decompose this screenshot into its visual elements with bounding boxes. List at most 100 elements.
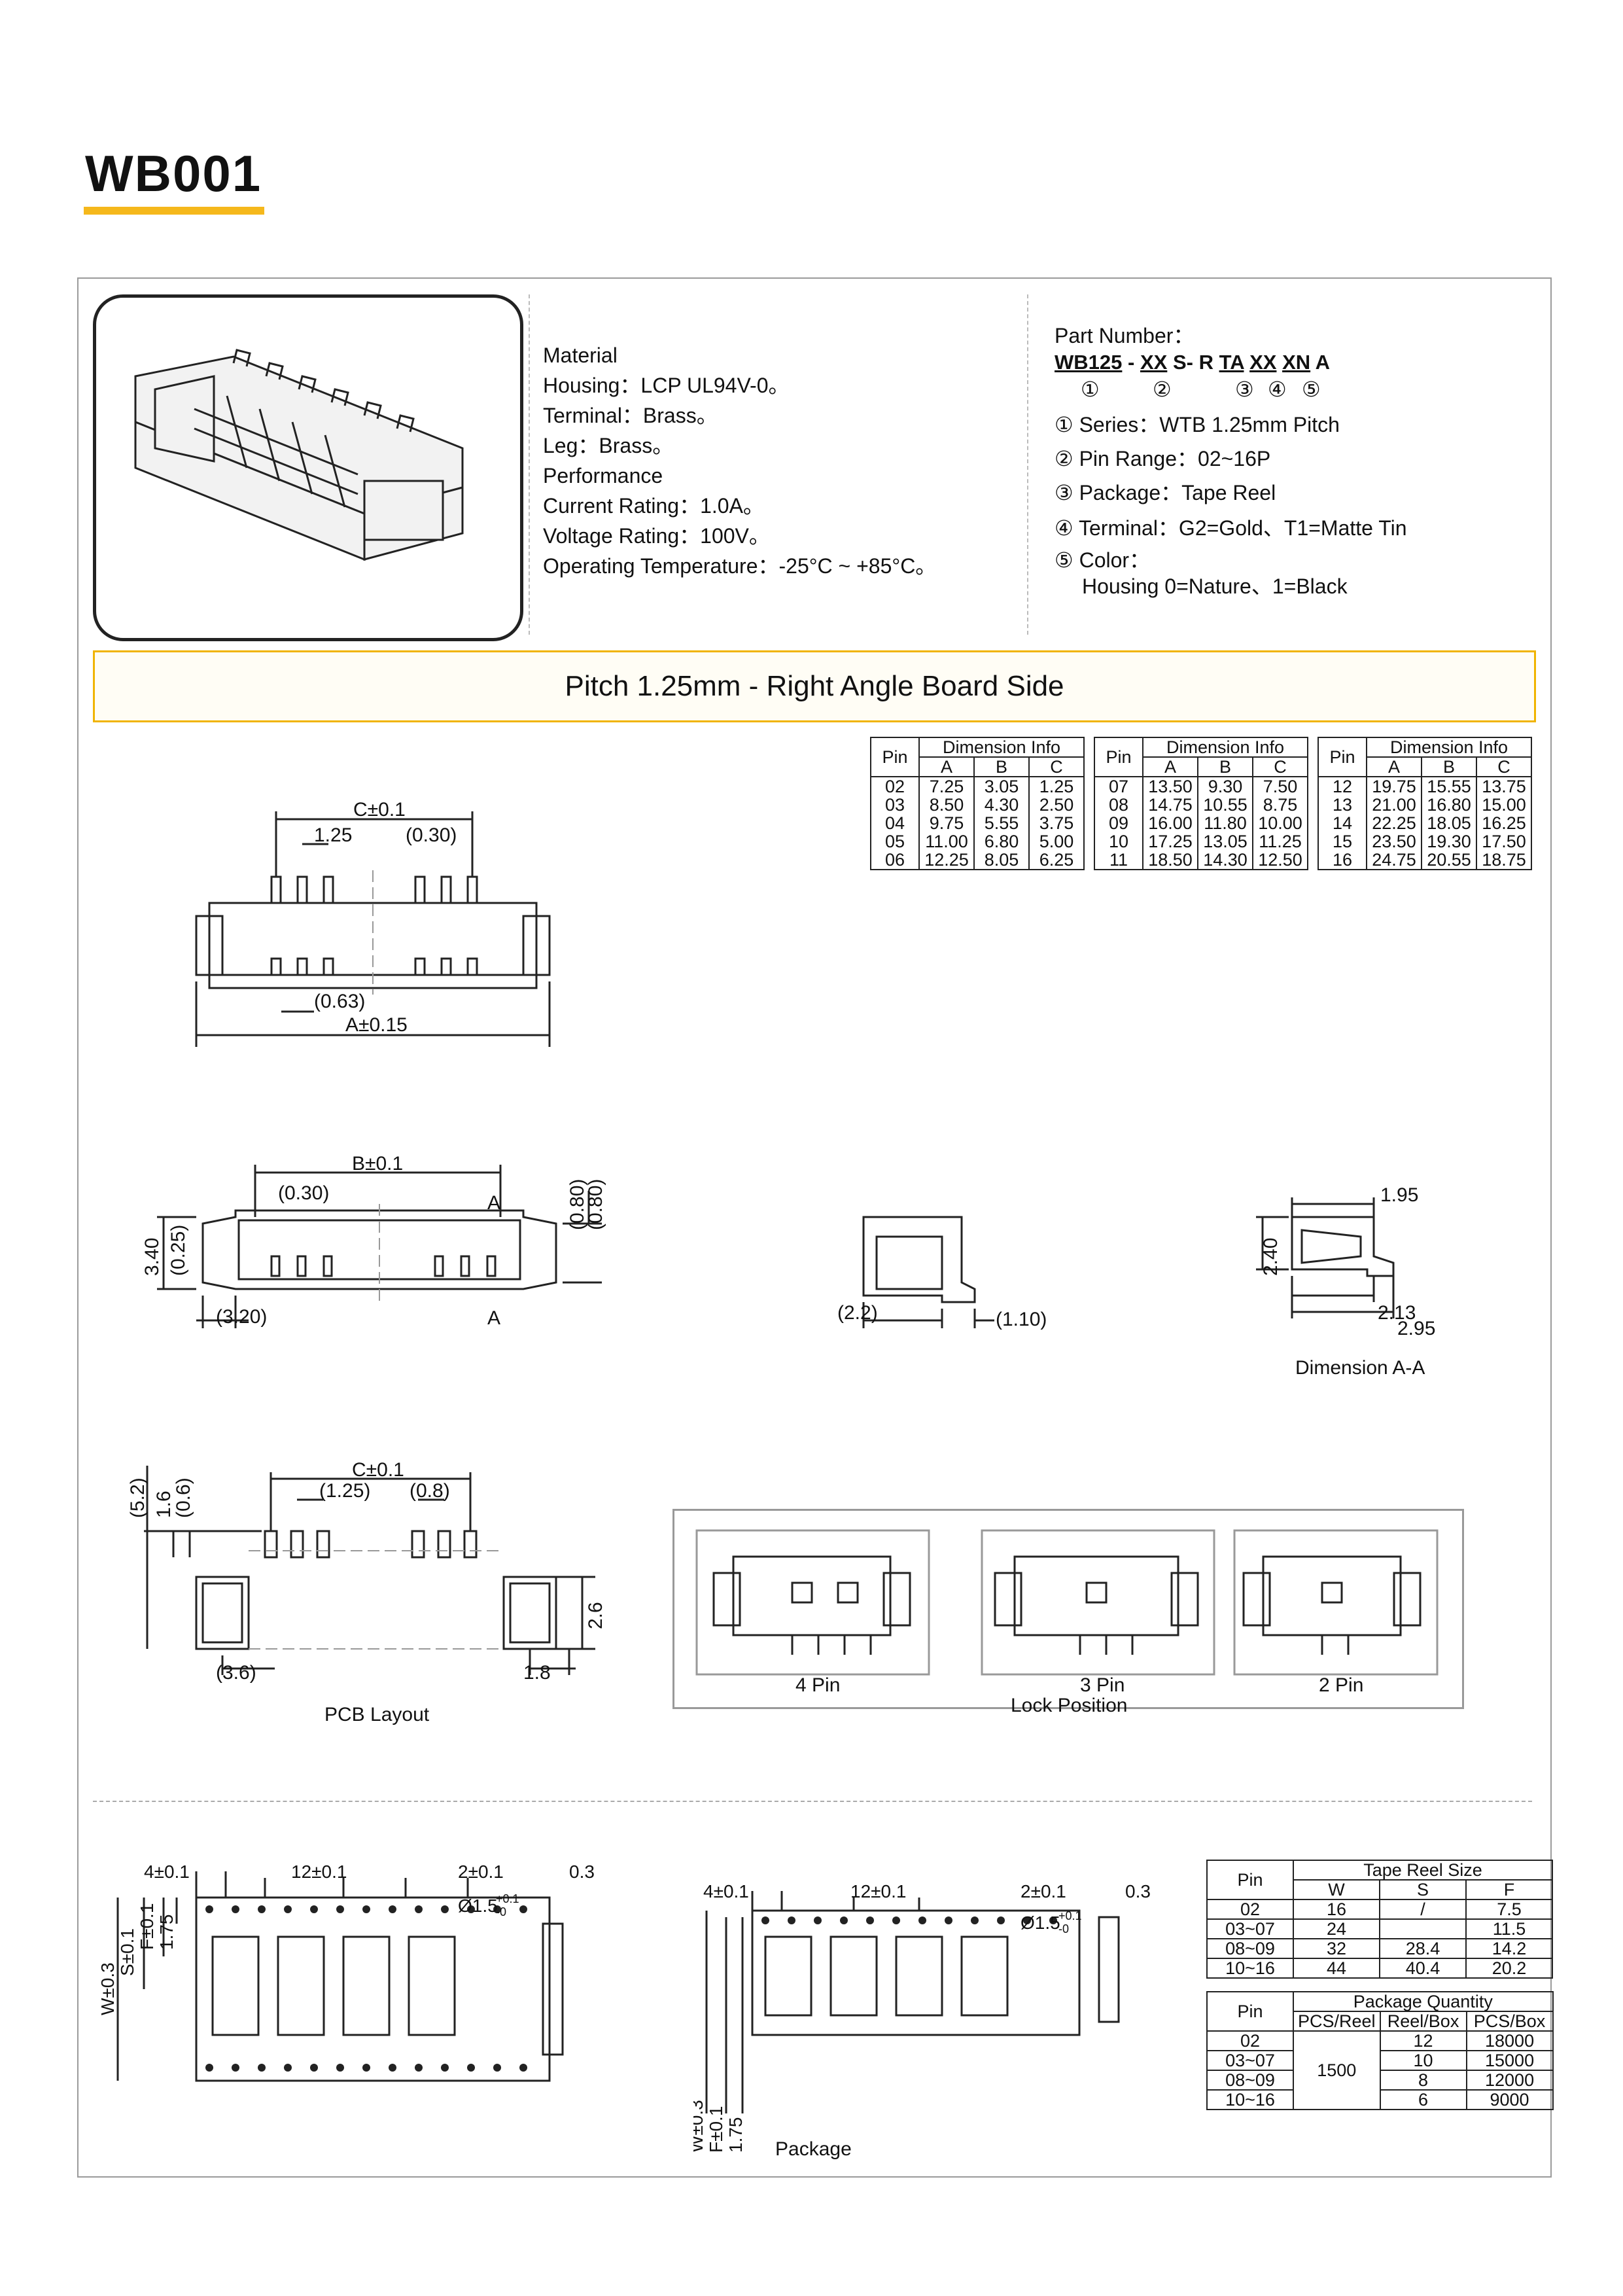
table-cell [1379,1918,1467,1939]
table-cell: 1.25 [1028,777,1085,796]
current-rating: Current Rating：1.0A。 [543,494,764,518]
material-heading: Material [543,344,618,367]
section-banner: Pitch 1.25mm - Right Angle Board Side [93,650,1536,722]
marker-3: ③ [1235,378,1254,401]
dim-section-d4: 2.95 [1397,1318,1435,1339]
dim-col-header: B [1421,756,1477,777]
dim-h1: (0.80) [567,1179,588,1230]
table-cell: 11.00 [918,832,975,851]
pcs-per-reel-cell: 1500 [1293,2030,1381,2110]
marker-1: ① [1081,378,1100,401]
side-view-drawing: (2.2) (1.10) [837,1216,1047,1330]
table-cell: 10~16 [1206,1958,1294,1979]
table-cell: 07 [1094,777,1143,796]
pcb-dim-w2: 1.8 [523,1662,551,1684]
dim-pin-header: Pin [1094,737,1143,777]
table-cell: 8 [1379,2070,1467,2091]
dim-side-d2: (1.10) [996,1309,1047,1330]
table-cell: 09 [1094,814,1143,832]
tape-left-t: 1.75 [156,1915,177,1951]
table-cell: 02 [1206,1899,1294,1920]
pcb-dim-v3: (0.6) [173,1477,194,1518]
tape-drawing-left: 4±0.1 12±0.1 2±0.1 0.3 Ø1.5 +0.1 -0 W±0.… [97,1862,595,2082]
table-cell: 11.25 [1252,832,1308,851]
table-cell: 10 [1379,2050,1467,2071]
tape-right-d2: 12±0.1 [850,1881,906,1901]
dim-col-header: B [973,756,1030,777]
divider [529,294,530,635]
tape-left-d1: 4±0.1 [144,1862,190,1882]
table-cell: 16.00 [1142,814,1198,832]
pcb-dim-pitch: (1.25) [319,1480,370,1502]
spec-block: Material Housing：LCP UL94V-0。 Terminal：B… [543,340,936,581]
tape-left-hole: Ø1.5 [458,1896,498,1916]
dim-pin-header: Pin [870,737,920,777]
code-r: R [1198,351,1213,374]
pin-range-spec: ② Pin Range：02~16P [1055,447,1271,470]
table-cell: 2.50 [1028,796,1085,814]
table-cell: 03~07 [1206,2050,1294,2071]
table-cell: 12000 [1465,2070,1554,2091]
lock-label-2pin: 2 Pin [1319,1674,1363,1696]
code-pins: XX [1140,351,1168,374]
table-cell: 08 [1094,796,1143,814]
tape-left-d2: 12±0.1 [291,1862,347,1882]
table-cell: 12 [1318,777,1367,796]
code-a: A [1315,351,1330,374]
table-cell: 4.30 [973,796,1030,814]
table-cell: 9.75 [918,814,975,832]
section-mark-top: A [487,1192,500,1214]
table-cell: 12.25 [918,851,975,870]
lock-caption: Lock Position [1011,1695,1128,1716]
tape-right-t: 1.75 [725,2117,746,2153]
table-cell: 15000 [1465,2050,1554,2071]
dim-col-header: C [1476,756,1532,777]
table-cell: 13.05 [1197,832,1253,851]
code-color: XN [1282,351,1311,374]
part-number-code: WB125 - XX S- R TA XX XN A [1055,351,1407,374]
table-cell: 13.50 [1142,777,1198,796]
performance-heading: Performance [543,464,663,487]
banner-title: Pitch 1.25mm - Right Angle Board Side [565,670,1064,702]
leg-spec: Leg：Brass。 [543,434,674,457]
dim-group-header: Dimension Info [918,737,1085,758]
pcb-dim-v1: (5.2) [127,1477,148,1518]
voltage-rating: Voltage Rating：100V。 [543,524,770,548]
pkg-col-pcs-box: PCS/Box [1465,2011,1554,2032]
pkg-col-reel-box: Reel/Box [1379,2011,1467,2032]
table-cell: 40.4 [1379,1958,1467,1979]
table-cell: 18.50 [1142,851,1198,870]
housing-spec: Housing：LCP UL94V-0。 [543,374,790,397]
dim-pitch: 1.25 [314,824,352,846]
table-cell: 13.75 [1476,777,1532,796]
table-cell: 14.30 [1197,851,1253,870]
pcb-layout-drawing: C±0.1 (1.25) (0.8) (5.2) 1.6 (0.6) 2.6 (… [127,1459,606,1725]
pkg-group-header: Package Quantity [1293,1991,1554,2012]
table-cell: 6 [1379,2089,1467,2110]
table-cell: 3.05 [973,777,1030,796]
section-mark-bottom: A [487,1307,500,1329]
table-cell: 14 [1318,814,1367,832]
code-s: S- [1172,351,1193,374]
table-cell: 6.25 [1028,851,1085,870]
dim-a: A±0.15 [345,1014,408,1036]
dim-col-header: A [1142,756,1198,777]
table-cell: 03 [870,796,920,814]
product-image [93,294,523,641]
title-underline [84,207,264,215]
code-markers: ① ② ③ ④ ⑤ [1055,374,1407,403]
dim-group-header: Dimension Info [1366,737,1532,758]
table-cell: 05 [870,832,920,851]
tape-left-f: F±0.1 [137,1903,157,1950]
dim-section-d2: 2.40 [1260,1238,1282,1276]
table-cell: 18.05 [1421,814,1477,832]
